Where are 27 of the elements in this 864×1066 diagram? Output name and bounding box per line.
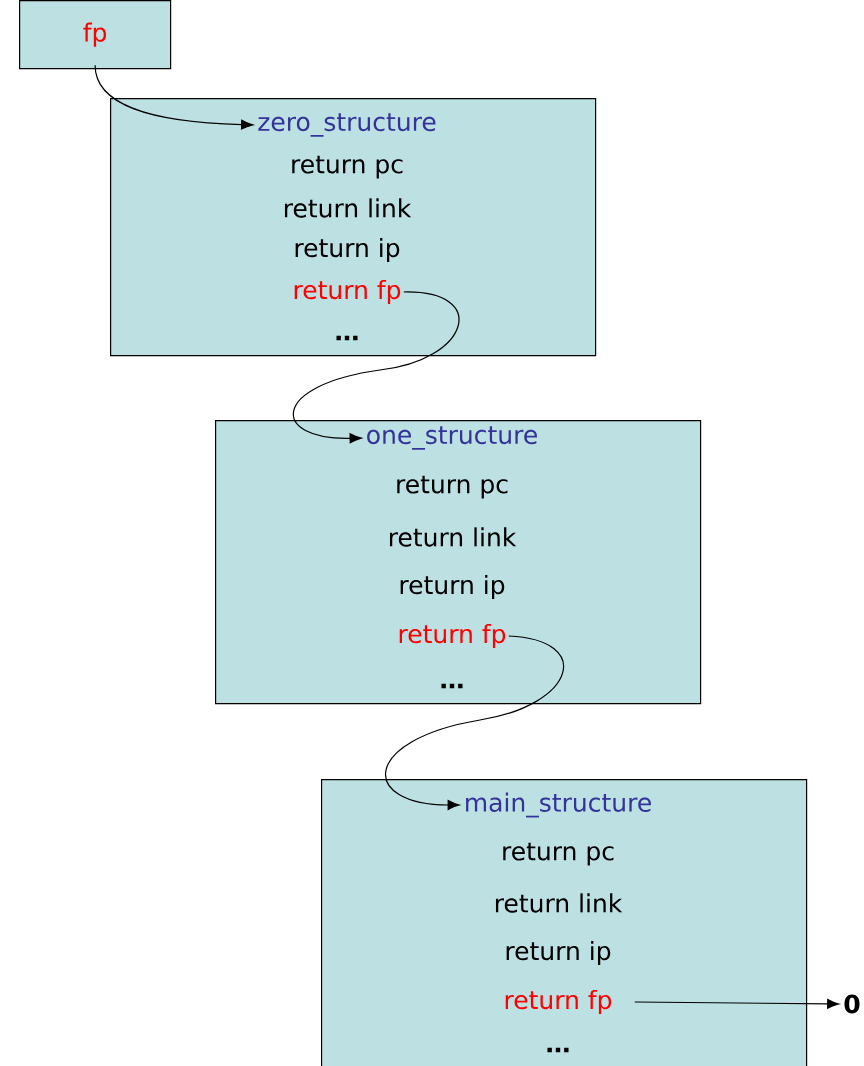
field-label: return pc [292, 155, 403, 179]
field-label: return pc [503, 842, 614, 866]
field-label: return fp [399, 623, 506, 649]
field-label: return fp [294, 279, 401, 305]
structure-box [110, 98, 597, 357]
field-label: return ip [400, 574, 505, 600]
null-value: 0 [844, 994, 860, 1014]
structure-box [321, 779, 808, 1066]
field-label: … [547, 1047, 569, 1053]
structure-heading: main_structure [466, 792, 651, 818]
structure-heading: one_structure [367, 426, 537, 450]
pointer-box: fp [19, 0, 172, 70]
arrow [293, 291, 460, 444]
arrow [634, 998, 840, 1009]
structure-box [215, 420, 702, 705]
field-label: … [336, 335, 358, 341]
arrow [94, 64, 254, 130]
structure-heading: zero_structure [258, 113, 436, 137]
field-label: return link [389, 527, 517, 547]
field-label: return ip [295, 237, 400, 263]
field-label: return link [284, 198, 412, 218]
arrow [385, 635, 565, 811]
field-label: return pc [397, 475, 508, 499]
field-label: … [441, 683, 463, 689]
field-label: return fp [505, 989, 612, 1015]
field-label: return ip [506, 940, 611, 966]
field-label: return link [495, 893, 623, 913]
